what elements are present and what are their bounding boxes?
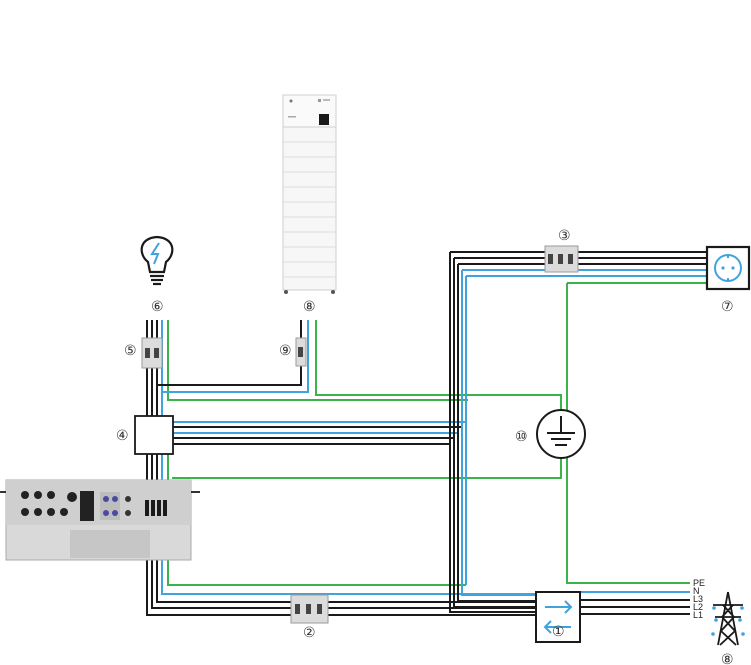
wire-riser-n	[461, 270, 536, 596]
wiring-lines	[146, 251, 707, 616]
marker-battery-breaker: ⑨	[279, 343, 292, 359]
wire-inv-n	[161, 454, 536, 595]
socket-breaker	[544, 245, 579, 273]
bus-label-l2: L2	[693, 602, 703, 612]
wire-inv-pe	[167, 454, 466, 586]
wire-riser-l3	[457, 264, 536, 602]
bus-label-l3: L3	[693, 594, 703, 604]
bidirectional-arrows-icon	[535, 591, 581, 643]
marker-lamp-breaker: ⑤	[124, 343, 137, 359]
load-breaker	[290, 594, 329, 624]
marker-junction-box: ④	[116, 428, 129, 444]
lightbulb-bolt-icon	[140, 235, 174, 286]
bus-label-pe: PE	[693, 578, 705, 588]
wire-riser-l2	[453, 258, 536, 608]
wire-inv-pe2	[172, 458, 562, 479]
junction-box	[134, 415, 174, 455]
marker-socket: ⑦	[721, 299, 734, 315]
power-pylon-icon	[711, 591, 745, 646]
marker-grid-meter: ①	[552, 624, 565, 640]
marker-lamp: ⑥	[151, 299, 164, 315]
ground-symbol-icon	[536, 409, 586, 459]
marker-earth: ⑩	[515, 429, 528, 445]
wire-bus-pe	[566, 458, 690, 584]
inverter-unit	[0, 479, 200, 561]
wire-lamp-pe	[167, 320, 468, 401]
battery-breaker	[295, 337, 307, 367]
wire-battery-n	[162, 320, 309, 393]
schuko-socket-icon	[705, 245, 751, 291]
battery-cabinet	[282, 94, 337, 294]
wire-battery-pe	[315, 320, 562, 410]
wire-riser-l1	[449, 252, 536, 613]
lamp-breaker	[141, 337, 163, 369]
bus-label-l1: L1	[693, 610, 703, 620]
marker-load-breaker: ②	[303, 625, 316, 641]
marker-socket-breaker: ③	[558, 228, 571, 244]
marker-battery: ⑧	[303, 299, 316, 315]
marker-grid-tower: ⑧	[721, 652, 734, 665]
bus-label-n: N	[693, 586, 700, 596]
wire-inv-l3	[156, 454, 536, 603]
